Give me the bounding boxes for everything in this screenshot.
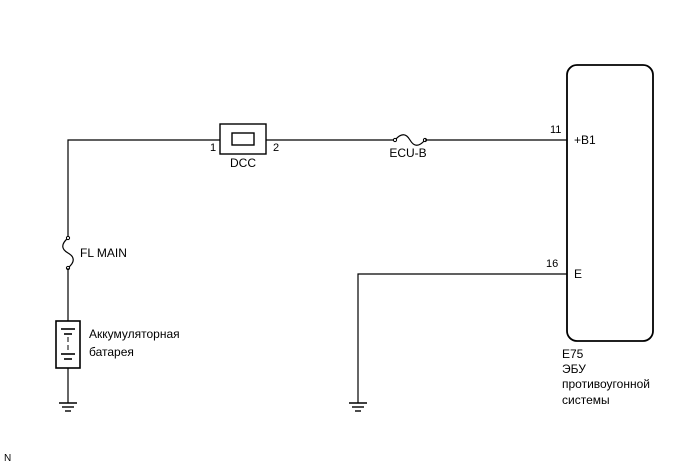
dcc-pin-2: 2: [273, 142, 279, 154]
ecu-pin-b1-name: +B1: [574, 133, 596, 147]
ecu-pin-e-number: 16: [546, 258, 558, 270]
dcc-label: DCC: [230, 156, 256, 170]
fuse-fl-main-symbol: [62, 237, 74, 269]
wire-ecu-ground: [357, 273, 567, 403]
ecu-name-line3: системы: [562, 393, 610, 407]
fuse-ecu-b-label: ECU-B: [389, 146, 426, 160]
corner-mark: N: [4, 453, 11, 464]
dcc-pin-1: 1: [210, 142, 216, 154]
fuse-ecu-b-symbol: [394, 134, 426, 146]
ecu-code: E75: [562, 347, 584, 361]
ecu-pin-e-name: E: [574, 267, 582, 281]
ecu-pin-b1-number: 11: [550, 124, 561, 136]
ecu-name-line1: ЭБУ: [562, 362, 586, 376]
dcc-connector: [219, 123, 267, 155]
battery-label-line2: батарея: [89, 345, 134, 359]
ecu-block: [566, 64, 654, 342]
ecu-name-line2: противоугонной: [562, 377, 650, 391]
battery-label-line1: Аккумуляторная: [89, 327, 180, 341]
ground-symbol-ecu: [349, 402, 367, 412]
ground-symbol-battery: [59, 402, 77, 412]
battery-symbol: [55, 320, 81, 369]
fuse-fl-main-label: FL MAIN: [80, 246, 127, 260]
wire-battery-to-dcc: [67, 139, 220, 238]
